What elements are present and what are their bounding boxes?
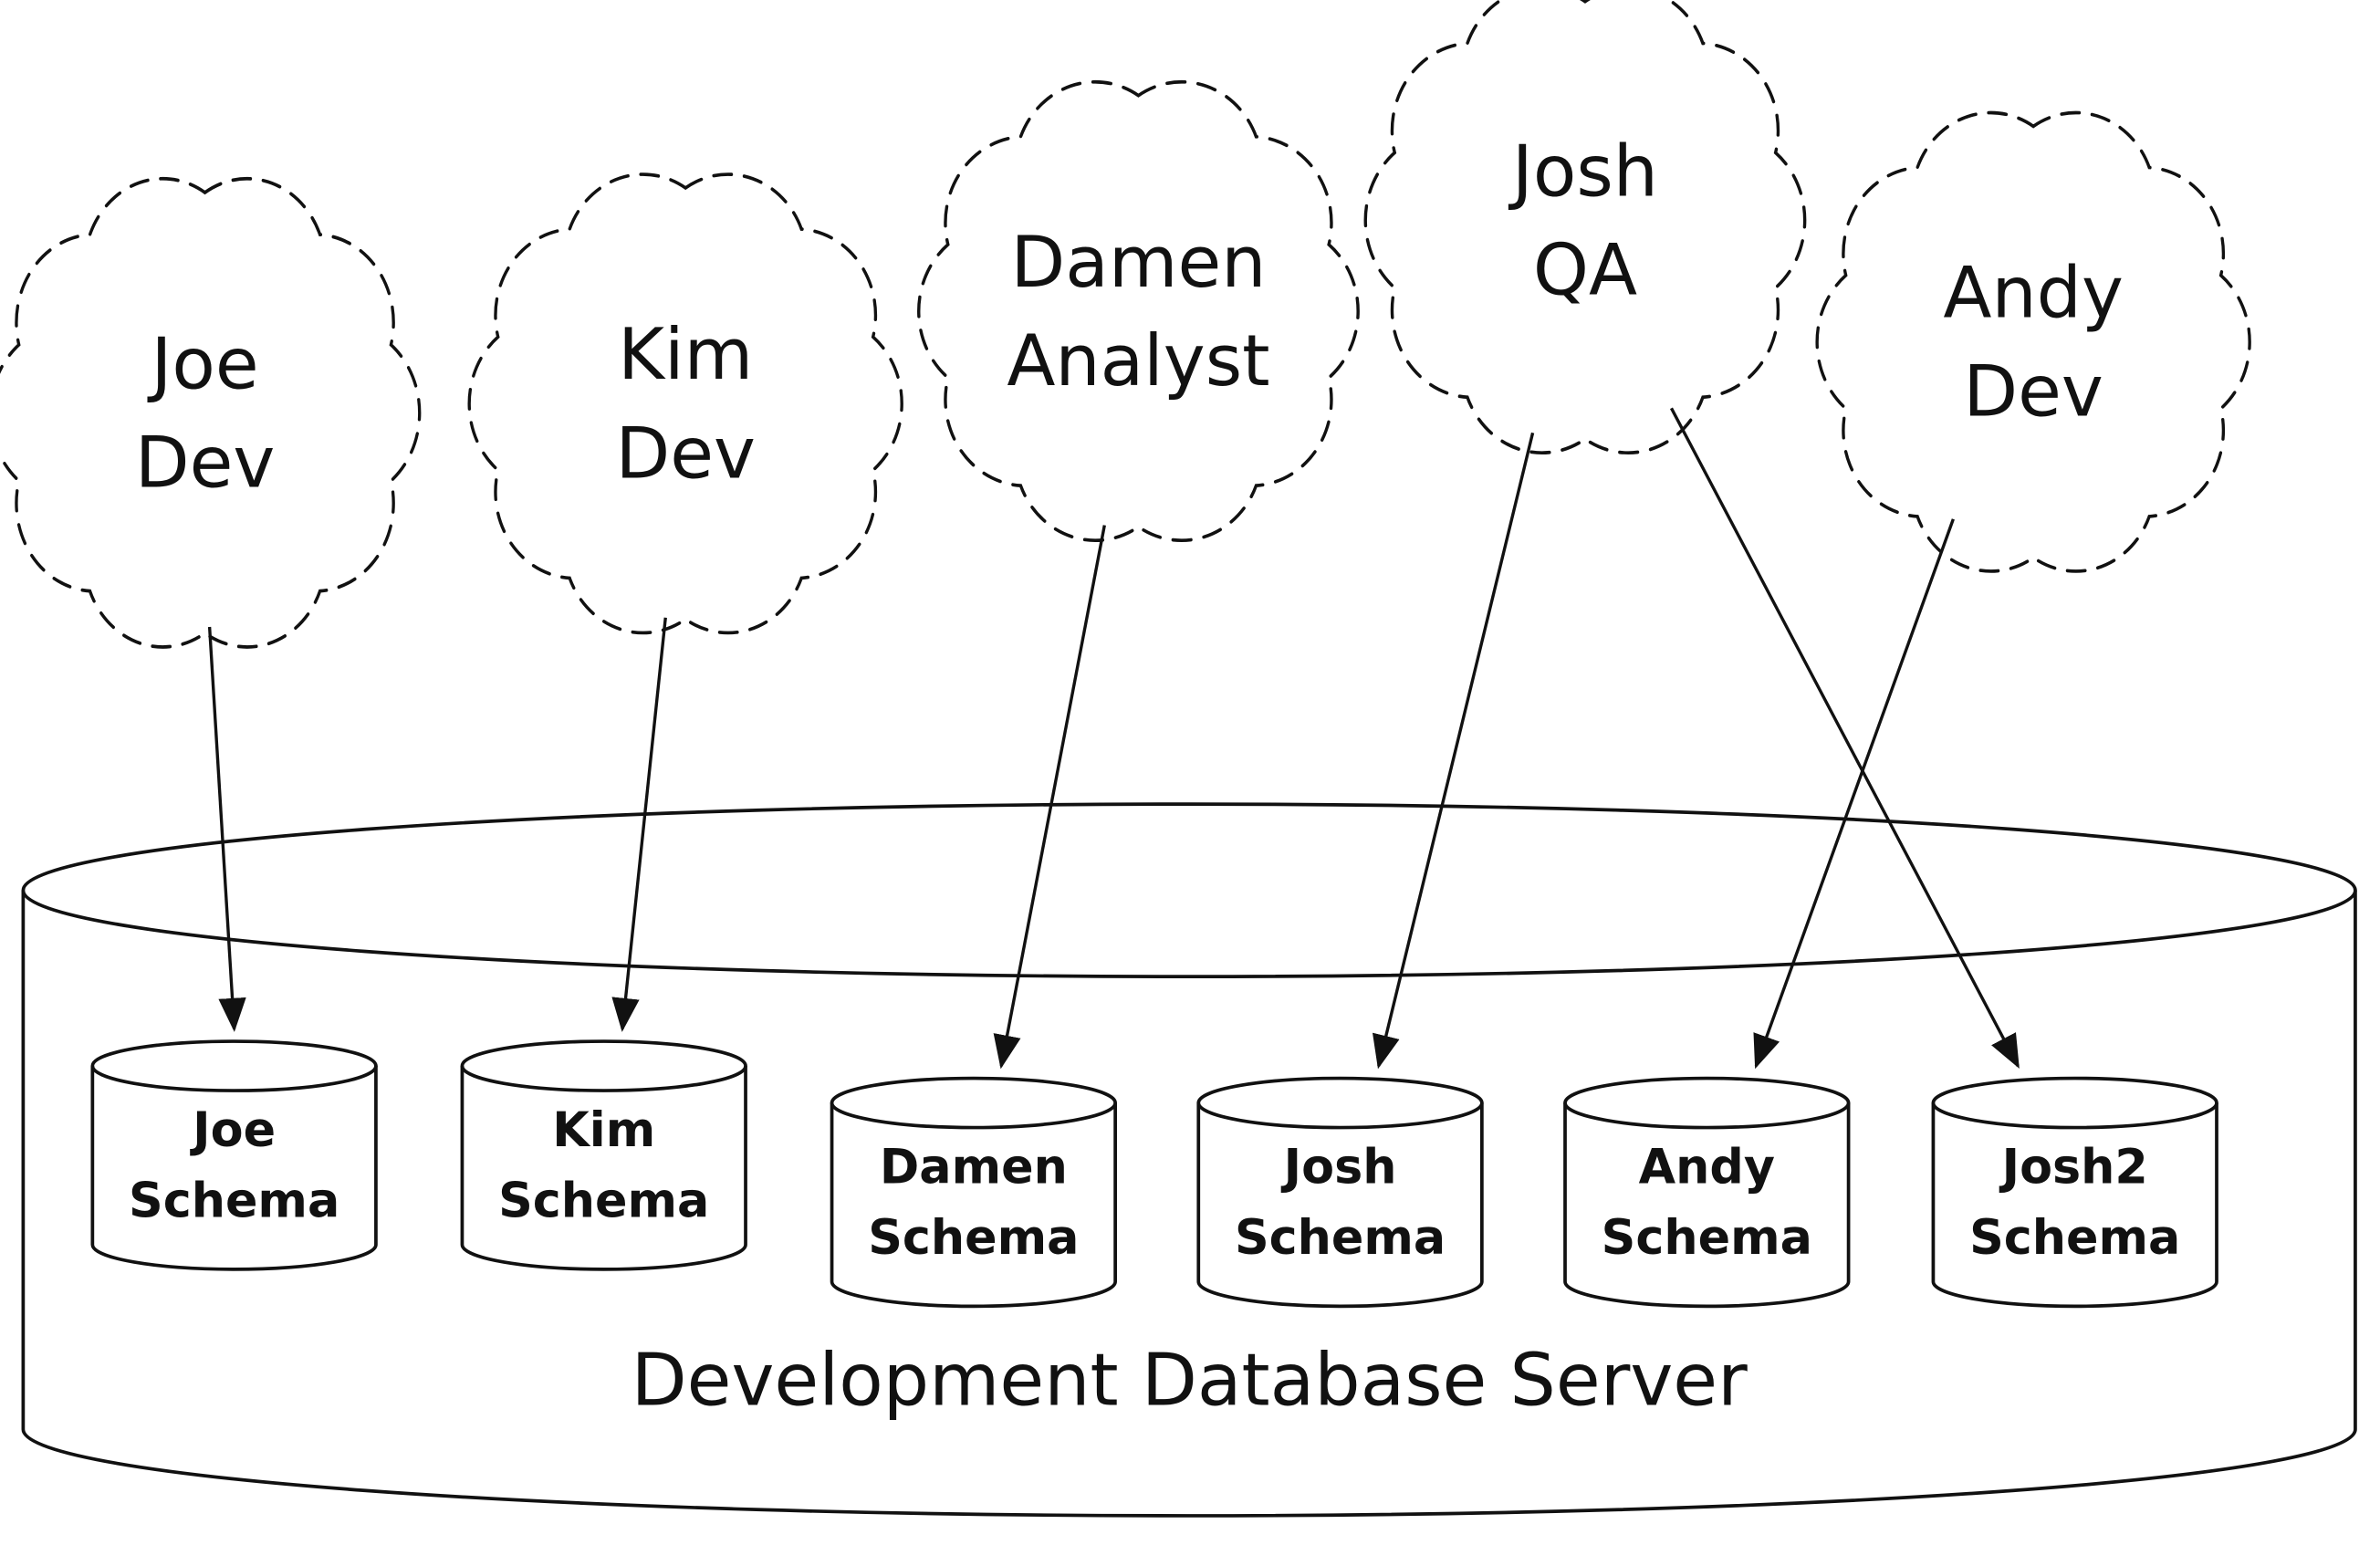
cylinder-top	[1931, 1076, 2218, 1130]
user-label-line2: Dev	[615, 412, 755, 495]
cylinder-top	[1196, 1076, 1484, 1130]
connection-arrows	[207, 407, 2020, 1070]
user-label-line1: Damen	[1010, 222, 1266, 304]
user-label-line2: Dev	[135, 422, 275, 504]
schema-label-line2: Schema	[1235, 1210, 1446, 1266]
schema-cylinder-joe-schema: Joe Schema	[90, 1039, 378, 1271]
schema-cylinder-andy-schema: Andy Schema	[1563, 1076, 1851, 1309]
arrow-kim-dev-to-kim-schema	[611, 617, 667, 1032]
cylinder-body	[830, 1102, 1117, 1309]
schema-label-line1: Kim	[552, 1102, 655, 1158]
user-label-line2: Analyst	[1007, 320, 1269, 402]
user-label-line1: Josh	[1508, 130, 1658, 213]
cylinder-body	[90, 1066, 378, 1271]
arrow-andy-dev-to-andy-schema	[1753, 518, 1955, 1070]
cylinder-body	[1563, 1102, 1851, 1309]
database-server-label: Development Database Server	[632, 1337, 1748, 1422]
user-label-line2: Dev	[1963, 351, 2103, 433]
cloud-outline	[1363, 0, 1807, 455]
cylinder-body	[460, 1066, 747, 1271]
user-cloud-josh-qa: Josh QA	[1363, 0, 1807, 455]
schema-label-line2: Schema	[498, 1173, 709, 1228]
cylinder-top	[1563, 1076, 1851, 1130]
cloud-outline	[1815, 110, 2251, 573]
cylinder-top	[90, 1039, 378, 1092]
user-cloud-andy-dev: Andy Dev	[1815, 110, 2251, 573]
schema-cylinder-damen-schema: Damen Schema	[830, 1076, 1117, 1309]
cylinder-top	[460, 1039, 747, 1092]
user-cloud-kim-dev: Kim Dev	[467, 172, 904, 635]
schema-label-line1: Josh	[1281, 1139, 1397, 1195]
schema-label-line1: Josh2	[1999, 1139, 2148, 1195]
arrow-joe-dev-to-joe-schema	[207, 626, 246, 1032]
schema-label-line2: Schema	[1602, 1210, 1812, 1266]
user-label-line1: Kim	[618, 314, 753, 396]
arrow-josh-qa-to-josh2-schema	[1669, 407, 2020, 1070]
arrow-josh-qa-to-josh-schema	[1372, 432, 1535, 1070]
schema-cylinder-kim-schema: Kim Schema	[460, 1039, 747, 1271]
cylinder-top	[830, 1076, 1117, 1130]
schema-label-line2: Schema	[868, 1210, 1079, 1266]
schema-label-line2: Schema	[1969, 1210, 2180, 1266]
database-server-top-ellipse	[21, 802, 2357, 979]
schema-label-line1: Andy	[1639, 1139, 1775, 1195]
user-label-line2: QA	[1533, 229, 1637, 311]
schema-cylinder-josh2-schema: Josh2 Schema	[1931, 1076, 2218, 1309]
cloud-outline	[916, 79, 1361, 543]
database-server-cylinder: Development Database Server	[21, 802, 2357, 1518]
user-cloud-joe-dev: Joe Dev	[0, 176, 422, 649]
user-label-line1: Andy	[1943, 253, 2124, 335]
cloud-outline	[467, 172, 904, 635]
schema-label-line1: Joe	[190, 1102, 276, 1158]
user-label-line1: Joe	[146, 323, 258, 405]
schema-label-line1: Damen	[880, 1139, 1068, 1195]
cylinder-body	[1931, 1102, 2218, 1309]
user-cloud-damen-analyst: Damen Analyst	[916, 79, 1361, 543]
schema-label-line2: Schema	[129, 1173, 339, 1228]
cylinder-body	[1196, 1102, 1484, 1309]
cloud-outline	[0, 176, 422, 649]
schema-cylinder-josh-schema: Josh Schema	[1196, 1076, 1484, 1309]
database-server-body	[21, 890, 2357, 1518]
arrow-damen-analyst-to-damen-schema	[993, 525, 1106, 1070]
